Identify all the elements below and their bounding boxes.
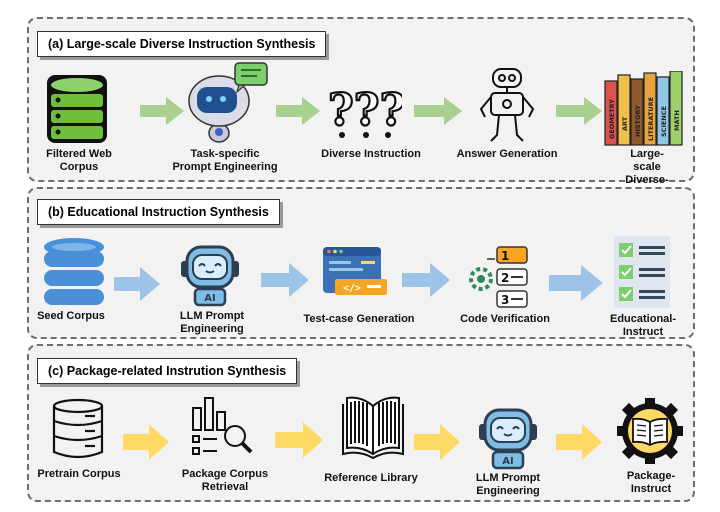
svg-text:2: 2 bbox=[501, 271, 509, 285]
step-label: Seed Corpus bbox=[37, 310, 105, 322]
step-label: Package Corpus Retrieval bbox=[181, 468, 269, 493]
books-icon: GEOMETRY ART HISTORY LITERATURE SCIENCE … bbox=[603, 71, 685, 147]
svg-text:3: 3 bbox=[501, 293, 509, 307]
gear-book-icon bbox=[617, 398, 683, 464]
ai-robot-icon: AI bbox=[477, 404, 539, 470]
ai-robot-icon: AI bbox=[179, 241, 241, 307]
code-window-icon: </> bbox=[321, 245, 389, 303]
step-label: LLM Prompt Engineering bbox=[475, 472, 541, 497]
arrow-right-icon bbox=[556, 424, 602, 460]
server-icon bbox=[51, 398, 105, 460]
svg-text:HISTORY: HISTORY bbox=[634, 105, 642, 137]
step-label: Task-specific Prompt Engineering bbox=[172, 148, 278, 173]
svg-text:SCIENCE: SCIENCE bbox=[660, 106, 668, 137]
checklist-icon bbox=[613, 235, 671, 309]
question-marks-icon: ??? bbox=[326, 79, 402, 141]
panel-large-scale: (a) Large-scale Diverse Instruction Synt… bbox=[27, 17, 695, 199]
svg-text:MATH: MATH bbox=[673, 110, 681, 131]
panel-title: (a) Large-scale Diverse Instruction Synt… bbox=[37, 31, 327, 57]
arrow-right-icon bbox=[123, 424, 169, 460]
svg-text:LITERATURE: LITERATURE bbox=[647, 97, 655, 141]
step-label: Filtered Web Corpus bbox=[46, 148, 112, 173]
step-label: Code Verification bbox=[460, 313, 550, 325]
database-icon bbox=[41, 237, 107, 307]
chart-search-icon bbox=[189, 394, 255, 460]
arrow-right-icon bbox=[402, 263, 450, 297]
arrow-right-icon bbox=[414, 424, 460, 460]
arrow-right-icon bbox=[275, 422, 323, 458]
svg-text:</>: </> bbox=[343, 283, 361, 294]
arrow-right-icon bbox=[549, 265, 603, 301]
arrow-right-icon bbox=[140, 97, 184, 125]
panel-package: (c) Package-related Instrution Synthesis… bbox=[27, 344, 695, 502]
svg-text:???: ??? bbox=[328, 85, 402, 136]
step-label: LLM Prompt Engineering bbox=[179, 310, 245, 335]
panel-title: (c) Package-related Instrution Synthesis bbox=[37, 358, 298, 384]
arrow-right-icon bbox=[414, 97, 462, 125]
arrow-right-icon bbox=[556, 97, 602, 125]
step-label: Test-case Generation bbox=[303, 313, 415, 325]
open-book-icon bbox=[341, 392, 405, 460]
svg-text:AI: AI bbox=[502, 456, 513, 467]
step-label: Answer Generation bbox=[456, 148, 558, 160]
step-label: Diverse Instruction bbox=[321, 148, 421, 160]
svg-text:1: 1 bbox=[501, 249, 509, 263]
arrow-right-icon bbox=[276, 97, 320, 125]
svg-text:GEOMETRY: GEOMETRY bbox=[608, 99, 616, 139]
robot-icon bbox=[477, 65, 537, 145]
arrow-right-icon bbox=[261, 263, 309, 297]
panel-title: (b) Educational Instruction Synthesis bbox=[37, 199, 280, 225]
step-label: Package-Instruct bbox=[626, 470, 676, 495]
svg-text:ART: ART bbox=[621, 116, 629, 131]
database-icon bbox=[46, 74, 108, 144]
step-label: Educational-Instruct bbox=[609, 313, 677, 338]
step-label: Reference Library bbox=[324, 472, 418, 484]
arrow-right-icon bbox=[114, 267, 160, 301]
panel-educational: (b) Educational Instruction Synthesis Se… bbox=[27, 187, 695, 339]
robot-chat-icon bbox=[179, 59, 271, 143]
step-label: Pretrain Corpus bbox=[37, 468, 121, 480]
gear-checklist-icon: 1 2 3 bbox=[465, 241, 543, 311]
svg-text:AI: AI bbox=[204, 293, 215, 304]
